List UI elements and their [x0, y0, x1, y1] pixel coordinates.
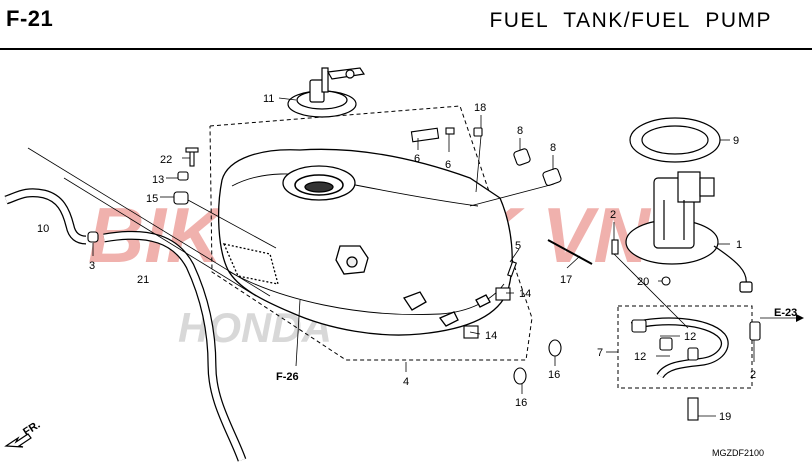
- e23-arrow: [796, 314, 804, 322]
- callout-12: 12: [684, 331, 696, 343]
- hose-group-box: [617, 305, 753, 389]
- callout-14: 14: [485, 330, 497, 342]
- ref-f26: F-26: [276, 371, 299, 383]
- callout-2: 2: [610, 209, 616, 221]
- callout-5: 5: [515, 240, 521, 252]
- callout-21: 21: [137, 274, 149, 286]
- fuel-pump: [625, 171, 753, 293]
- callout-15: 15: [146, 193, 158, 205]
- front-label: FR.: [21, 419, 42, 439]
- page-header: F-21 FUEL TANK/FUEL PUMP: [0, 0, 812, 48]
- callout-8: 8: [550, 142, 556, 154]
- callout-13: 13: [152, 174, 164, 186]
- callout-14: 14: [519, 288, 531, 300]
- callout-20: 20: [637, 276, 649, 288]
- callout-16: 16: [548, 369, 560, 381]
- figure-code: MGZDF2100: [712, 448, 764, 458]
- callout-6: 6: [414, 153, 420, 165]
- callout-9: 9: [733, 135, 739, 147]
- pump-ring: [629, 117, 721, 163]
- callout-2: 2: [750, 369, 756, 381]
- callout-7: 7: [597, 347, 603, 359]
- front-arrow-icon: [4, 433, 32, 448]
- callout-17: 17: [560, 274, 572, 286]
- callout-8: 8: [517, 125, 523, 137]
- callout-22: 22: [160, 154, 172, 166]
- callout-1: 1: [736, 239, 742, 251]
- callout-12: 12: [634, 351, 646, 363]
- callout-3: 3: [89, 260, 95, 272]
- fuel-tank: [217, 148, 513, 336]
- tank-group-box: [209, 105, 533, 361]
- ref-e23: E-23: [774, 307, 797, 319]
- header-divider: [0, 48, 812, 50]
- callout-10: 10: [37, 223, 49, 235]
- filler-cap: [287, 67, 366, 118]
- callout-16: 16: [515, 397, 527, 409]
- page-code: F-21: [6, 6, 54, 31]
- callout-11: 11: [263, 93, 274, 105]
- leader-lines: [27, 97, 796, 417]
- page-title: FUEL TANK/FUEL PUMP: [489, 9, 772, 32]
- callout-19: 19: [719, 411, 731, 423]
- callout-4: 4: [403, 376, 409, 388]
- hardware: [87, 127, 761, 421]
- callout-18: 18: [474, 102, 486, 114]
- callout-6: 6: [445, 159, 451, 171]
